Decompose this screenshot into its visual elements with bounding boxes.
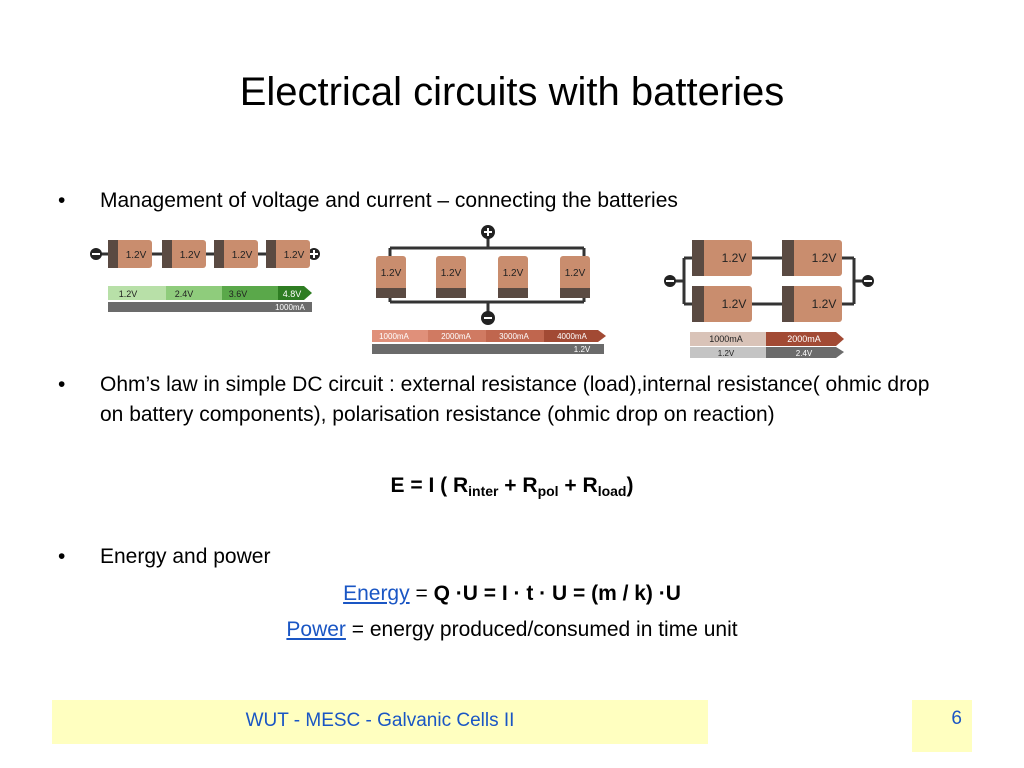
voltage-step-label: 1.2V <box>119 289 138 299</box>
battery-voltage-label: 1.2V <box>722 297 747 311</box>
voltage-step-label: 2.4V <box>796 349 813 358</box>
power-text: = energy produced/consumed in time unit <box>345 618 738 641</box>
voltage-step-label: 2.4V <box>175 289 194 299</box>
battery-cell: 1.2V <box>692 286 752 322</box>
current-step-bar <box>486 330 544 342</box>
current-step-label: 2000mA <box>441 332 471 341</box>
bullet-text: Energy and power <box>100 545 271 568</box>
battery-voltage-label: 1.2V <box>126 250 147 261</box>
current-step-label: 1000mA <box>379 332 409 341</box>
series-connection-diagram: 1.2V 1.2V 1.2V 1.2V 1.2V 2.4V 3.6V 4.8V … <box>90 240 320 312</box>
bullet-dot: • <box>58 545 66 568</box>
current-step-label: 3000mA <box>499 332 529 341</box>
bullet-text: Management of voltage and current – conn… <box>100 189 678 212</box>
battery-voltage-label: 1.2V <box>812 297 837 311</box>
formula-subscript: pol <box>537 483 559 499</box>
battery-voltage-label: 1.2V <box>812 251 837 265</box>
bullet-dot: • <box>58 373 66 396</box>
plus-sign-v <box>487 228 489 236</box>
current-label: 1000mA <box>275 303 305 312</box>
minus-sign <box>484 317 492 319</box>
battery-cell: 1.2V <box>376 256 406 298</box>
battery-voltage-label: 1.2V <box>441 268 462 279</box>
battery-cell: 1.2V <box>782 286 842 322</box>
formula-part: + R <box>498 474 538 497</box>
slide-title: Electrical circuits with batteries <box>239 70 785 114</box>
voltage-step-bar <box>222 286 278 300</box>
battery-voltage-label: 1.2V <box>284 250 305 261</box>
battery-cell: 1.2V <box>436 256 466 298</box>
current-step-bar <box>372 330 428 342</box>
current-step-label: 4000mA <box>557 332 587 341</box>
battery-voltage-label: 1.2V <box>565 268 586 279</box>
voltage-label: 1.2V <box>574 345 591 354</box>
minus-sign <box>92 253 100 255</box>
current-bar <box>108 302 312 312</box>
current-step-bar <box>690 332 766 346</box>
page-number: 6 <box>951 708 962 729</box>
footer-label: WUT - MESC - Galvanic Cells II <box>245 710 515 731</box>
voltage-step-label: 3.6V <box>229 289 248 299</box>
battery-cell: 1.2V <box>108 240 152 268</box>
bullet-text: Ohm’s law in simple DC circuit : externa… <box>100 373 930 426</box>
voltage-step-label: 1.2V <box>718 349 735 358</box>
voltage-step-label: 4.8V <box>283 289 302 299</box>
battery-voltage-label: 1.2V <box>180 250 201 261</box>
bullet-dot: • <box>58 189 66 212</box>
formula-subscript: load <box>597 483 627 499</box>
voltage-step-bar <box>766 347 844 358</box>
power-definition: Power = energy produced/consumed in time… <box>0 618 1024 642</box>
battery-voltage-label: 1.2V <box>722 251 747 265</box>
page-number-box: 6 <box>912 700 972 752</box>
current-step-bar <box>544 330 606 342</box>
series-parallel-diagram: 1.2V 1.2V 1.2V 1.2V 1000mA 2000mA 1.2V 2… <box>664 240 874 358</box>
formula-subscript: inter <box>468 483 499 499</box>
current-step-label: 1000mA <box>709 334 743 344</box>
formula-part: ) <box>626 474 634 497</box>
current-step-label: 2000mA <box>787 334 821 344</box>
plus-sign <box>864 280 872 282</box>
footer-bar: WUT - MESC - Galvanic Cells II <box>52 700 708 744</box>
equals-sign: = <box>409 582 434 605</box>
battery-cell: 1.2V <box>692 240 752 276</box>
minus-sign <box>666 280 674 282</box>
battery-cell: 1.2V <box>782 240 842 276</box>
power-link[interactable]: Power <box>286 618 346 641</box>
battery-voltage-label: 1.2V <box>381 268 402 279</box>
battery-cell: 1.2V <box>266 240 310 268</box>
ohms-law-formula: E = I ( Rinter + Rpol + Rload) <box>0 474 1024 499</box>
battery-voltage-label: 1.2V <box>232 250 253 261</box>
formula-part: E = I ( R <box>390 474 469 497</box>
energy-expression: Q ·U = I · t · U = (m / k) ·U <box>433 582 681 605</box>
battery-cell: 1.2V <box>162 240 206 268</box>
battery-voltage-label: 1.2V <box>503 268 524 279</box>
voltage-bar <box>372 344 604 354</box>
energy-link[interactable]: Energy <box>343 582 410 605</box>
current-step-bar <box>428 330 486 342</box>
battery-cell: 1.2V <box>498 256 528 298</box>
parallel-connection-diagram: 1.2V 1.2V 1.2V 1.2V 1000mA 2000mA 3000mA… <box>372 225 606 354</box>
battery-cell: 1.2V <box>560 256 590 298</box>
battery-cell: 1.2V <box>214 240 258 268</box>
energy-formula: Energy = Q ·U = I · t · U = (m / k) ·U <box>0 582 1024 606</box>
current-step-bar <box>766 332 844 346</box>
plus-sign-v <box>313 250 315 258</box>
formula-part: + R <box>558 474 598 497</box>
voltage-step-bar <box>166 286 222 300</box>
voltage-step-bar <box>278 286 312 300</box>
voltage-step-bar <box>108 286 166 300</box>
voltage-step-bar <box>690 347 766 358</box>
